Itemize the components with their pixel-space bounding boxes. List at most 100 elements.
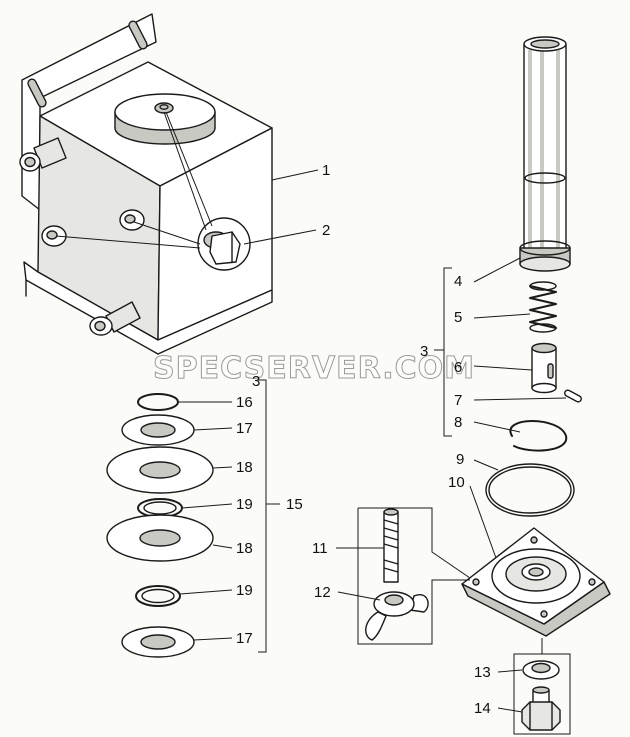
label-6: 6 xyxy=(454,359,462,376)
label-7: 7 xyxy=(454,392,462,409)
label-8: 8 xyxy=(454,414,462,431)
leader-12 xyxy=(337,591,381,601)
o-ring-large xyxy=(485,463,575,517)
label-18-lower: 18 xyxy=(236,540,253,557)
filter-rib-2 xyxy=(540,50,544,250)
side-port-right xyxy=(119,209,145,231)
leader-port-left xyxy=(55,235,201,249)
leader-14 xyxy=(497,707,523,713)
filter-base-rim xyxy=(519,256,571,272)
spring-top xyxy=(529,281,557,291)
leader-port-right xyxy=(133,221,201,245)
side-port-left xyxy=(41,225,67,247)
seal-ring-lower xyxy=(135,585,181,607)
label-9: 9 xyxy=(456,451,464,468)
label-1: 1 xyxy=(322,162,330,179)
label-15: 15 xyxy=(286,496,303,513)
diaphragm-lower xyxy=(106,514,214,562)
threaded-stud xyxy=(383,508,399,583)
valve-piston xyxy=(531,342,557,394)
piston-slot xyxy=(547,363,554,379)
drain-washer xyxy=(522,660,560,680)
label-17-lower: 17 xyxy=(236,630,253,647)
leader-19b xyxy=(179,589,233,595)
leader-19a xyxy=(181,503,233,509)
housing-hole xyxy=(528,567,544,577)
tank-base-plate xyxy=(23,261,273,355)
drain-plug xyxy=(521,686,561,731)
lower-fitting xyxy=(89,301,141,336)
label-3-filter-group: 3 xyxy=(420,343,428,360)
label-10: 10 xyxy=(448,474,465,491)
label-3-gasket-group: 3 xyxy=(252,373,260,390)
housing-bolt-hole-2 xyxy=(530,536,538,544)
cap-vent-hole xyxy=(159,104,169,110)
leader-5 xyxy=(473,313,531,319)
label-13: 13 xyxy=(474,664,491,681)
housing-bolt-hole-4 xyxy=(540,610,548,618)
leader-18b xyxy=(212,544,233,549)
piston-top xyxy=(531,342,557,354)
filter-housing-base xyxy=(461,527,611,637)
bracket-15 xyxy=(258,379,267,653)
leader-10 xyxy=(469,485,497,559)
label-17-upper: 17 xyxy=(236,420,253,437)
label-14: 14 xyxy=(474,700,491,717)
part-number-labels: 1 2 3 3 4 5 6 7 8 9 10 11 12 13 14 15 16… xyxy=(236,162,491,717)
drain-plug-detail xyxy=(197,217,251,271)
label-11: 11 xyxy=(312,540,328,557)
leader-17b xyxy=(193,637,233,641)
drain-panel xyxy=(513,638,571,735)
leader-4 xyxy=(473,257,521,283)
leader-cap-right xyxy=(165,111,213,227)
label-12: 12 xyxy=(314,584,331,601)
cotter-pin xyxy=(564,389,582,403)
panel-border-upper xyxy=(358,507,471,579)
spring xyxy=(529,281,557,333)
label-19-upper: 19 xyxy=(236,496,253,513)
spring-bottom xyxy=(529,323,557,333)
leader-9 xyxy=(473,459,499,471)
label-2: 2 xyxy=(322,222,330,239)
leader-18a xyxy=(212,466,233,469)
leader-13 xyxy=(497,669,523,673)
piston-bottom xyxy=(531,382,557,394)
housing-bolt-hole-1 xyxy=(472,578,480,586)
upper-fitting xyxy=(19,137,67,172)
bracket-slot-upper xyxy=(128,20,148,50)
label-19-lower: 19 xyxy=(236,582,253,599)
filter-rib-1 xyxy=(528,50,532,250)
filter-rib-3 xyxy=(556,50,560,250)
panel-border-lower xyxy=(357,508,470,645)
filter-element xyxy=(519,36,571,272)
filter-mid-ring xyxy=(524,172,566,184)
filter-top-inner xyxy=(530,39,560,49)
label-18-upper: 18 xyxy=(236,459,253,476)
leader-7 xyxy=(473,397,567,401)
watermark: SPECSERVER.COM xyxy=(153,351,475,386)
leader-1 xyxy=(271,169,319,181)
gasket-lower xyxy=(121,626,195,658)
callout-leaders xyxy=(178,169,567,713)
spring-coil xyxy=(529,285,557,329)
gasket-upper xyxy=(121,414,195,446)
label-5: 5 xyxy=(454,309,462,326)
stud-nut-panel xyxy=(357,507,471,645)
label-4: 4 xyxy=(454,273,462,290)
leader-cap-left xyxy=(163,111,207,231)
leader-6 xyxy=(473,365,533,371)
leader-17a xyxy=(193,427,233,431)
label-16: 16 xyxy=(236,394,253,411)
leader-8 xyxy=(473,421,521,433)
filter-base-top xyxy=(519,240,571,256)
leader-2 xyxy=(243,229,317,245)
bracket-slot-lower xyxy=(27,78,47,108)
tank-assembly xyxy=(19,13,273,355)
gasket-stack xyxy=(106,393,214,658)
retaining-clip xyxy=(509,420,568,452)
diaphragm-upper xyxy=(106,446,214,494)
housing-bolt-hole-3 xyxy=(588,578,596,586)
o-ring-small-top xyxy=(137,393,179,411)
